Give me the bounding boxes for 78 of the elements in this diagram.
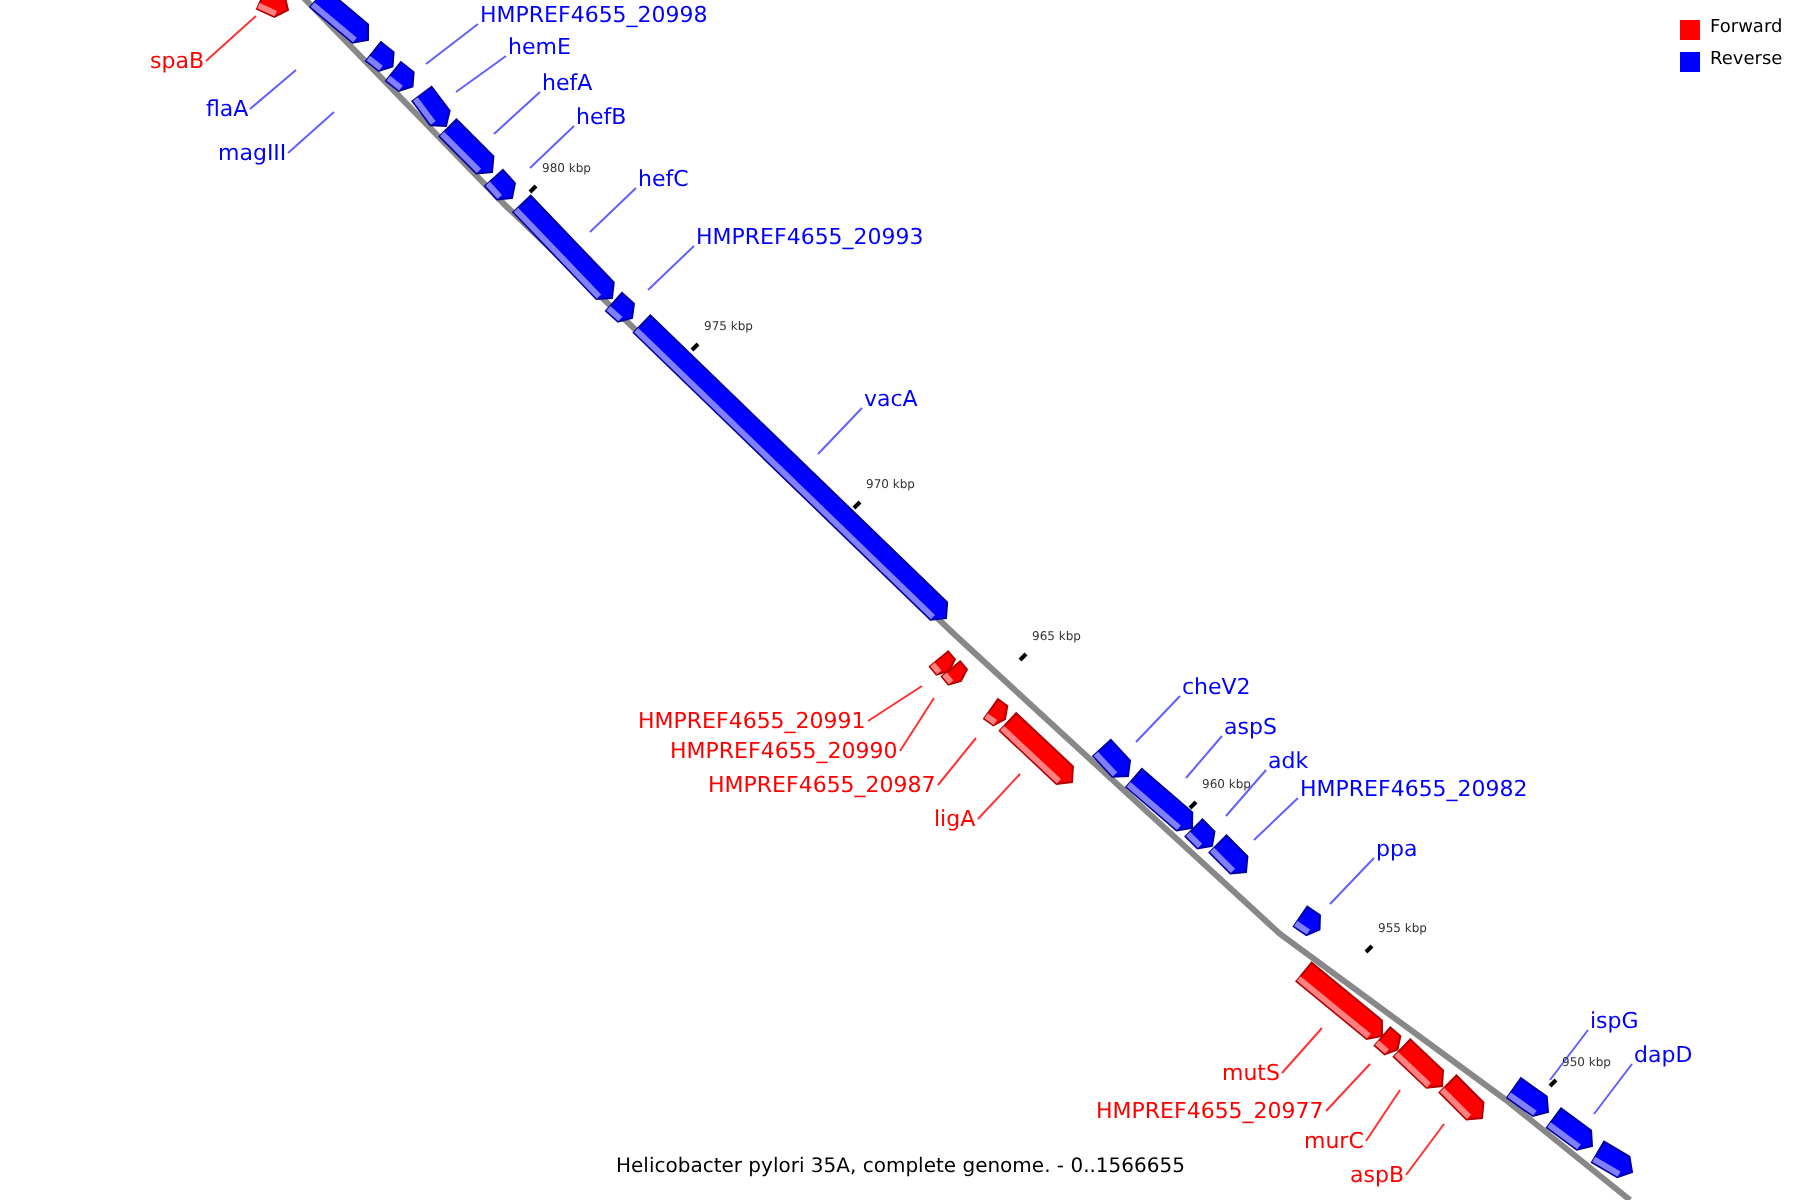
gene-label: vacA <box>864 386 918 412</box>
gene-feature-bar <box>483 168 516 201</box>
gene-feature-bar <box>411 85 451 128</box>
leader-line <box>1549 1029 1589 1081</box>
gene-label: ppa <box>1376 836 1418 862</box>
gene-feature-bar <box>1438 1074 1485 1121</box>
gene-label: HMPREF4655_20982 <box>1300 776 1528 802</box>
leader-line <box>867 685 923 722</box>
gene-feature-bar <box>438 118 495 175</box>
gene-label: aspB <box>1350 1162 1405 1188</box>
gene-label: ligA <box>934 806 976 832</box>
gene-feature-bar <box>384 60 415 93</box>
gene-feature-bar <box>308 0 370 44</box>
gene-label: hemE <box>508 34 571 60</box>
leader-line <box>493 91 541 135</box>
leader-line <box>1405 1123 1445 1176</box>
leader-line <box>425 23 479 65</box>
gene-feature-bar <box>1184 818 1216 850</box>
leader-line <box>1253 797 1299 841</box>
leader-line <box>899 697 935 752</box>
leader-line <box>205 15 257 62</box>
leader-line <box>1135 695 1181 743</box>
legend-label: Reverse <box>1710 50 1783 70</box>
gene-feature-bar <box>1392 1037 1445 1089</box>
leader-line <box>287 111 335 154</box>
leader-line <box>1281 1027 1323 1074</box>
gene-feature-bar <box>940 659 969 686</box>
gene-feature-bar <box>632 313 949 621</box>
gene-label: murC <box>1304 1128 1364 1154</box>
gene-label: adk <box>1268 748 1309 774</box>
gene-feature-bar <box>1295 961 1383 1040</box>
leader-line <box>977 773 1021 820</box>
gene-label: magIII <box>218 140 287 166</box>
gene-feature-bar <box>604 291 636 323</box>
leader-line <box>1185 735 1223 779</box>
leader-line <box>249 69 297 110</box>
gene-label: hefB <box>576 104 627 130</box>
gene-feature-bar <box>1124 767 1194 832</box>
gene-label: flaA <box>206 96 249 122</box>
gene-label: ispG <box>1590 1008 1639 1034</box>
gene-label: HMPREF4655_20987 <box>708 772 936 798</box>
leader-line <box>647 245 695 291</box>
gene-label: hefC <box>638 166 689 192</box>
gene-label: aspS <box>1224 714 1277 740</box>
gene-label: HMPREF4655_20993 <box>696 224 924 250</box>
gene-feature-bar <box>364 40 395 73</box>
legend-label: Forward <box>1710 18 1783 38</box>
gene-feature-bar <box>511 194 615 301</box>
gene-label: dapD <box>1634 1042 1693 1068</box>
gene-label: HMPREF4655_20990 <box>670 738 898 764</box>
gene-feature-bar <box>1505 1076 1550 1118</box>
gene-feature-bar <box>1208 834 1249 875</box>
gene-feature-bar <box>982 697 1009 727</box>
gene-feature-bar <box>1292 905 1321 937</box>
gene-label: mutS <box>1222 1060 1280 1086</box>
gene-label: HMPREF4655_20991 <box>638 708 866 734</box>
gene-feature-bar <box>255 0 290 18</box>
gene-feature-bar <box>998 711 1074 785</box>
leader-line <box>937 737 977 786</box>
leader-line <box>529 125 575 169</box>
leader-line <box>1593 1063 1633 1115</box>
leader-line <box>455 55 507 93</box>
leader-line <box>1325 1063 1371 1112</box>
leader-line <box>817 407 863 455</box>
gene-label: cheV2 <box>1182 674 1251 700</box>
leader-line <box>1365 1089 1401 1142</box>
gene-feature-bar <box>1091 738 1132 778</box>
gene-feature-bar <box>1590 1140 1634 1179</box>
caption: Helicobacter pylori 35A, complete genome. - 0..1566655 <box>616 1156 1185 1178</box>
gene-feature-bar <box>1545 1106 1594 1151</box>
gene-label: HMPREF4655_20977 <box>1096 1098 1324 1124</box>
gene-label: hefA <box>542 70 593 96</box>
leader-line <box>589 187 637 233</box>
gene-feature-bar <box>1373 1026 1402 1056</box>
gene-label: spaB <box>150 48 205 74</box>
leader-line <box>1225 769 1267 817</box>
gene-label: HMPREF4655_20998 <box>480 2 708 28</box>
leader-line <box>1329 857 1375 905</box>
